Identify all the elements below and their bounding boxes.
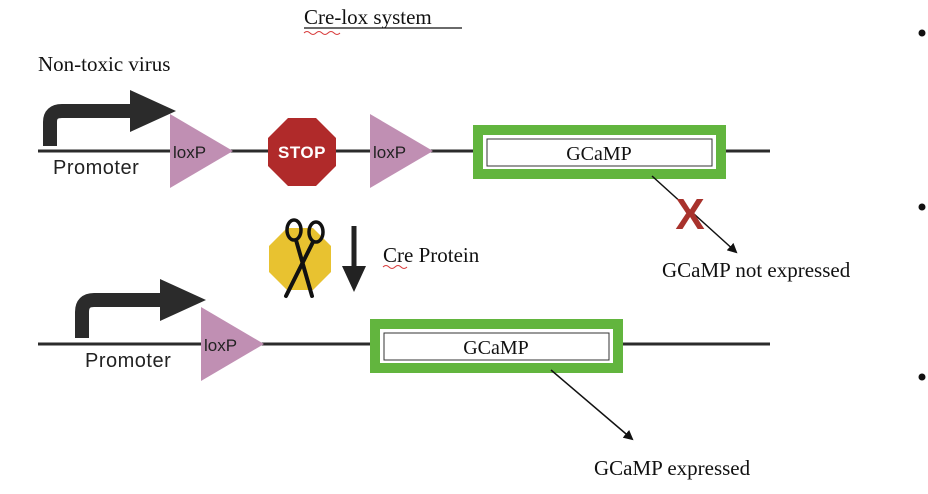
bottom-loxp-icon — [201, 307, 264, 381]
top-loxp-2-icon — [370, 114, 433, 188]
top-outcome-arrow — [651, 175, 738, 254]
bullet-point — [918, 373, 926, 381]
bottom-promoter-label: Promoter — [85, 350, 171, 372]
bullet-point — [918, 203, 926, 211]
bottom-gene-inner — [383, 332, 610, 361]
top-outcome-label: GCaMP not expressed — [662, 258, 851, 282]
bottom-promoter-arrow-icon — [75, 279, 206, 338]
top-loxp-1-icon — [170, 114, 233, 188]
top-loxp-2-label: loxP — [373, 143, 406, 162]
virus-label: Non-toxic virus — [38, 52, 170, 76]
bullet-point — [918, 29, 926, 37]
cre-scissors-icon — [269, 218, 331, 298]
page-title: Cre-lox system — [304, 5, 432, 29]
block-x-icon: X — [675, 190, 704, 239]
cre-down-arrow-icon — [342, 226, 366, 292]
top-loxp-1-label: loxP — [173, 143, 206, 162]
cre-spellcheck-squiggle — [382, 265, 408, 269]
cre-label: Cre Protein — [383, 243, 480, 267]
stop-sign-icon — [268, 118, 336, 186]
top-gene-label: GCaMP — [566, 143, 632, 165]
stop-label: STOP — [278, 143, 326, 162]
bottom-gene-label: GCaMP — [463, 337, 529, 359]
top-promoter-arrow-icon — [43, 90, 176, 146]
spellcheck-squiggle — [303, 31, 341, 35]
top-gene-inner — [486, 138, 713, 167]
bottom-loxp-label: loxP — [204, 336, 237, 355]
bottom-outcome-arrow — [550, 369, 634, 441]
top-promoter-label: Promoter — [53, 157, 139, 179]
bottom-outcome-label: GCaMP expressed — [594, 456, 751, 480]
